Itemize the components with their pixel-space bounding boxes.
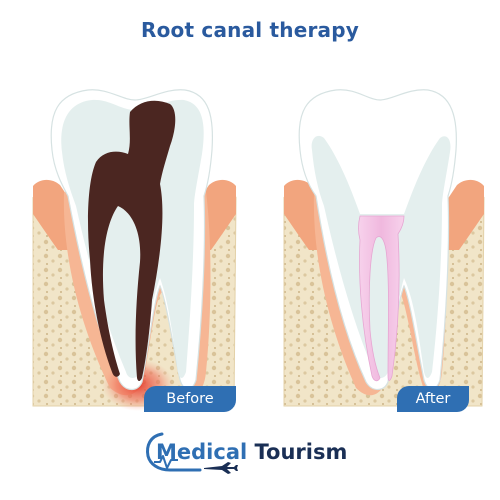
before-tooth <box>32 89 237 411</box>
plane-icon <box>204 462 238 474</box>
before-decay <box>88 100 176 381</box>
logo-word-tourism: Tourism <box>254 440 348 464</box>
before-label: Before <box>144 386 236 412</box>
after-tooth <box>283 89 485 407</box>
before-gum <box>33 179 70 250</box>
after-filling <box>358 215 405 382</box>
after-label: After <box>397 386 469 412</box>
page-title: Root canal therapy <box>141 18 359 42</box>
after-gum <box>284 179 321 250</box>
logo-swoosh-icon <box>146 432 202 472</box>
logo-word-medical: Medical <box>156 440 248 464</box>
medical-tourism-logo: Medical Tourism <box>140 428 380 478</box>
after-dentin <box>311 135 451 378</box>
